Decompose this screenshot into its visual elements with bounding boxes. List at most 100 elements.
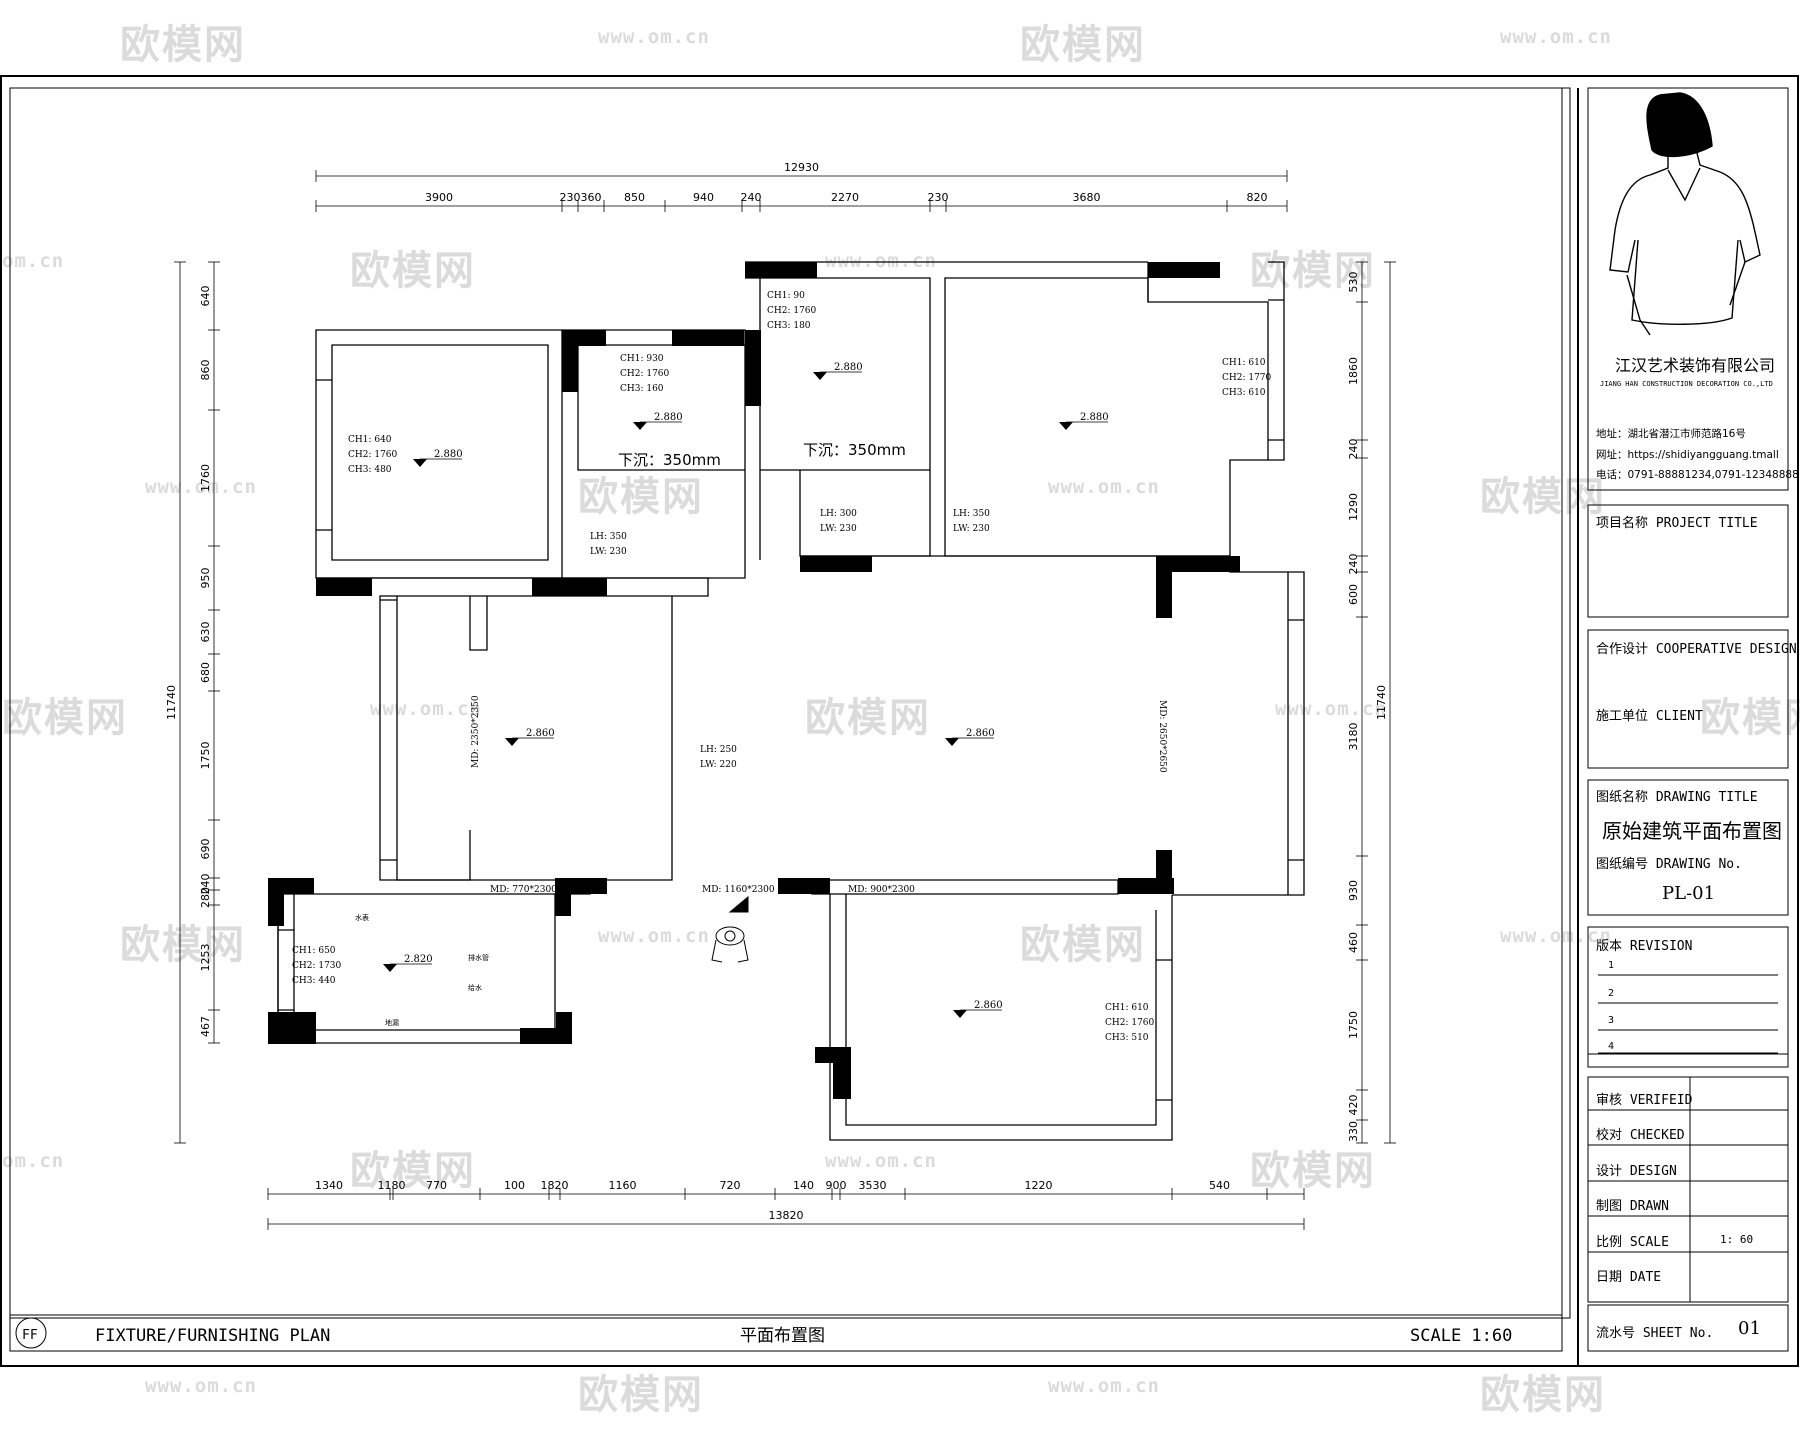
room-ch3-label: CH3: 180 xyxy=(767,321,811,331)
dimension-label: 2270 xyxy=(831,191,859,204)
design-label: 设计 DESIGN xyxy=(1596,1164,1677,1179)
drawing-title-value: 原始建筑平面布置图 xyxy=(1602,819,1782,843)
room-ch1-label: CH1: 610 xyxy=(1222,358,1266,368)
opening-label: LW: 230 xyxy=(820,524,857,534)
verified-label: 审核 VERIFEID xyxy=(1596,1093,1693,1108)
level-value: 2.820 xyxy=(404,954,433,965)
dimension-label: 240 xyxy=(1347,554,1360,575)
dimension-label: 467 xyxy=(199,1016,212,1037)
room-ch1-label: CH1: 930 xyxy=(620,354,664,364)
opening-label: LH: 300 xyxy=(820,509,857,519)
footer-strip xyxy=(9,1314,1563,1352)
project-title-label: 项目名称 PROJECT TITLE xyxy=(1596,516,1758,531)
room-ch2-label: CH2: 1760 xyxy=(1105,1018,1155,1028)
door-label: MD: 1160*2300 xyxy=(702,885,775,895)
dimension-label: 1290 xyxy=(1347,493,1360,521)
level-value: 2.860 xyxy=(966,728,995,739)
dimension-label: 230 xyxy=(560,191,581,204)
door-label: MD: 2650*2650 xyxy=(1157,700,1167,773)
dimension-label: 1750 xyxy=(199,742,212,770)
dimension-total-label: 13820 xyxy=(769,1209,804,1222)
dimension-label: 860 xyxy=(199,360,212,381)
entry-figure xyxy=(711,895,749,963)
dimension-label: 460 xyxy=(1347,932,1360,953)
room-ch2-label: CH2: 1730 xyxy=(292,961,342,971)
room-ch2-label: CH2: 1760 xyxy=(620,369,670,379)
dimension-label: 900 xyxy=(826,1179,847,1192)
checked-label: 校对 CHECKED xyxy=(1596,1128,1685,1143)
door-label: MD: 2350*2350 xyxy=(471,695,481,768)
footer-scale: SCALE 1:60 xyxy=(1410,1326,1512,1346)
date-label: 日期 DATE xyxy=(1596,1270,1662,1285)
pipe-label: 给水 xyxy=(468,983,482,992)
revision-label: 版本 REVISION xyxy=(1596,939,1693,954)
pipe-label: 排水管 xyxy=(468,953,489,962)
dimension-label: 3530 xyxy=(859,1179,887,1192)
dimension-label: 360 xyxy=(581,191,602,204)
revision-2: 2 xyxy=(1608,988,1615,999)
dimension-label: 600 xyxy=(1347,584,1360,605)
opening-label: LH: 250 xyxy=(700,745,737,755)
pipe-label: 水表 xyxy=(355,913,369,922)
level-marker-icon xyxy=(953,1010,967,1018)
revision-4: 4 xyxy=(1608,1041,1615,1052)
level-marker-icon xyxy=(383,964,397,972)
level-marker-icon xyxy=(633,422,647,430)
dimension-label: 1160 xyxy=(609,1179,637,1192)
level-marker-icon xyxy=(945,738,959,746)
client-label: 施工单位 CLIENT xyxy=(1596,709,1703,724)
revision-3: 3 xyxy=(1608,1015,1615,1026)
room-ch1-label: CH1: 640 xyxy=(348,435,392,445)
scale-label: 比例 SCALE xyxy=(1596,1235,1669,1250)
dimension-label: 1860 xyxy=(1347,357,1360,385)
dimension-label: 3680 xyxy=(1073,191,1101,204)
scale-value: 1: 60 xyxy=(1720,1233,1754,1246)
title-block xyxy=(1587,87,1789,1352)
level-value: 2.880 xyxy=(654,412,683,423)
dimension-label: 280 xyxy=(199,887,212,908)
dimension-label: 1253 xyxy=(199,944,212,972)
level-marker-icon xyxy=(505,738,519,746)
level-marker-icon xyxy=(1059,422,1073,430)
dimension-label: 3900 xyxy=(425,191,453,204)
dimension-label: 330 xyxy=(1347,1121,1360,1142)
drawing-no-value: PL-01 xyxy=(1662,883,1716,904)
dimension-label: 240 xyxy=(199,874,212,895)
company-name: 江汉艺术装饰有限公司 xyxy=(1615,356,1776,375)
level-value: 2.860 xyxy=(526,728,555,739)
dimension-total-label: 11740 xyxy=(1375,685,1388,720)
room-ch3-label: CH3: 440 xyxy=(292,976,336,986)
dimension-label: 680 xyxy=(199,662,212,683)
room-ch2-label: CH2: 1760 xyxy=(348,450,398,460)
dimension-label: 530 xyxy=(1347,272,1360,293)
sheet-no-value: 01 xyxy=(1738,1318,1761,1339)
dimension-label: 1340 xyxy=(315,1179,343,1192)
level-marker-icon xyxy=(413,459,427,467)
cooperative-design-label: 合作设计 COOPERATIVE DESIGN xyxy=(1596,642,1797,657)
door-label: MD: 900*2300 xyxy=(848,885,915,895)
dimension-label: 540 xyxy=(1209,1179,1230,1192)
structural-columns xyxy=(268,262,1240,1099)
dimension-label: 1760 xyxy=(199,464,212,492)
dimension-label: 140 xyxy=(793,1179,814,1192)
company-phone: 电话：0791-88881234,0791-12348888 xyxy=(1596,469,1799,481)
dimension-label: 1220 xyxy=(1025,1179,1053,1192)
footer-plan-cn: 平面布置图 xyxy=(740,1326,825,1346)
drawn-label: 制图 DRAWN xyxy=(1596,1199,1669,1214)
dimension-label: 770 xyxy=(426,1179,447,1192)
dimension-label: 690 xyxy=(199,839,212,860)
dimension-total-label: 12930 xyxy=(784,161,819,174)
dimension-label: 930 xyxy=(1347,880,1360,901)
door-label: MD: 770*2300 xyxy=(490,885,557,895)
dimension-total-label: 11740 xyxy=(165,685,178,720)
level-marker-icon xyxy=(813,372,827,380)
dimension-label: 3180 xyxy=(1347,723,1360,751)
sunken-floor-label: 下沉：350mm xyxy=(618,451,721,469)
room-ch3-label: CH3: 610 xyxy=(1222,388,1266,398)
dimension-label: 240 xyxy=(741,191,762,204)
opening-label: LW: 220 xyxy=(700,760,737,770)
room-ch1-label: CH1: 90 xyxy=(767,291,805,301)
